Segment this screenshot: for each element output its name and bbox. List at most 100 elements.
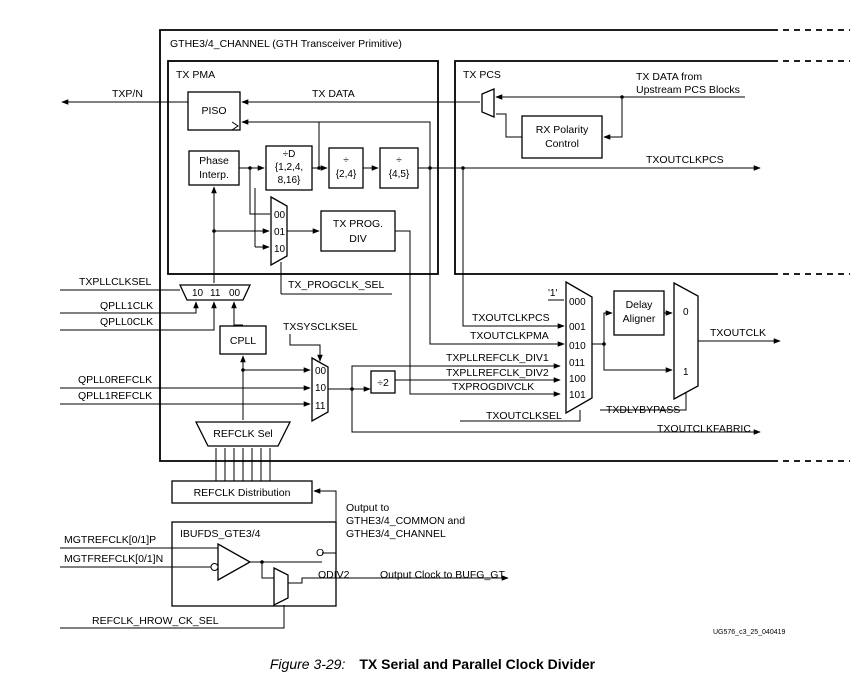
outmux-101: 101 — [569, 390, 586, 401]
txpllclksel-label: TXPLLCLKSEL — [79, 276, 152, 288]
mux3-01: 01 — [274, 227, 286, 238]
phase-interp-block — [188, 150, 240, 186]
refclk-distribution-label: REFCLK Distribution — [194, 487, 291, 499]
outmux-001: 001 — [569, 322, 586, 333]
in-txprogdivclk-label: TXPROGDIVCLK — [452, 381, 534, 393]
output-to-3: GTHE3/4_CHANNEL — [346, 528, 446, 540]
output-to-1: Output to — [346, 502, 389, 514]
tx-data-from-2: Upstream PCS Blocks — [636, 84, 740, 96]
one-const-label: '1' — [548, 288, 557, 299]
bypmux-0: 0 — [683, 307, 689, 318]
phase-interp-1: Phase — [199, 155, 229, 167]
refclk-sel-mux — [194, 421, 292, 447]
sysmux-11: 11 — [315, 401, 326, 412]
div-d-3: 8,16} — [278, 175, 301, 186]
tx-prog-div-2: DIV — [349, 233, 367, 245]
refclk-sel-label: REFCLK Sel — [213, 428, 273, 440]
outmux-011: 011 — [569, 358, 585, 369]
port-odiv2-label: ODIV2 — [318, 569, 350, 581]
mux3-00: 00 — [274, 210, 286, 221]
tx-prog-div-block — [320, 210, 396, 252]
refclk-hrow-ck-sel-label: REFCLK_HROW_CK_SEL — [92, 615, 219, 627]
sysmux-10: 10 — [315, 383, 327, 394]
in-txoutclkpcs-label: TXOUTCLKPCS — [472, 312, 550, 324]
ibufds-buffer — [217, 542, 252, 582]
qpll0refclk-label: QPLL0REFCLK — [78, 374, 152, 386]
div24-2: {2,4} — [336, 169, 357, 180]
rx-polarity-2: Control — [545, 138, 579, 150]
cpll-block — [219, 325, 267, 355]
refclk-bus — [215, 448, 271, 481]
tx-pcs-label: TX PCS — [463, 69, 501, 81]
pllmux-00: 00 — [229, 288, 241, 299]
txsysclk-mux — [311, 356, 329, 423]
qpll1refclk-label: QPLL1REFCLK — [78, 390, 152, 402]
tx-data-label: TX DATA — [312, 88, 355, 100]
pllmux-10: 10 — [192, 288, 204, 299]
tx-pma-label: TX PMA — [176, 69, 215, 81]
txoutclkfabric-label: TXOUTCLKFABRIC — [657, 423, 751, 435]
div-d-2: {1,2,4, — [275, 162, 303, 173]
caption-title: TX Serial and Parallel Clock Divider — [359, 656, 596, 672]
div-2-4-block — [328, 147, 364, 189]
delay-bypass-mux — [673, 281, 699, 401]
channel-title: GTHE3/4_CHANNEL (GTH Transceiver Primiti… — [170, 38, 402, 50]
mgtrefclk-p-label: MGTREFCLK[0/1]P — [64, 534, 156, 546]
qpll1clk-label: QPLL1CLK — [100, 300, 153, 312]
in-txpllrefclk-div1-label: TXPLLREFCLK_DIV1 — [446, 352, 549, 364]
refclk-distribution-block — [171, 480, 313, 504]
output-clock-bufg-label: Output Clock to BUFG_GT — [380, 569, 505, 581]
div-d-block — [265, 145, 313, 191]
qpll0clk-label: QPLL0CLK — [100, 316, 153, 328]
caption-number: Figure 3-29: — [269, 656, 346, 672]
piso-block — [187, 91, 241, 131]
delay-aligner-1: Delay — [626, 299, 654, 311]
div2-label: ÷2 — [377, 377, 389, 389]
in-txpllrefclk-div2-label: TXPLLREFCLK_DIV2 — [446, 367, 549, 379]
sysmux-00: 00 — [315, 366, 327, 377]
txoutclk-select-mux — [565, 280, 593, 415]
txprogclk-sel-label: TX_PROGCLK_SEL — [288, 279, 384, 291]
txoutclk-label: TXOUTCLK — [710, 327, 766, 339]
delay-aligner-block — [613, 290, 665, 336]
ibufds-label: IBUFDS_GTE3/4 — [180, 528, 261, 540]
mux3-10: 10 — [274, 244, 286, 255]
outmux-000: 000 — [569, 297, 586, 308]
ibufds-block — [171, 521, 337, 607]
div-4-5-block — [379, 147, 419, 189]
div24-1: ÷ — [343, 155, 349, 166]
txoutclksel-label: TXOUTCLKSEL — [486, 410, 562, 422]
pll-select-mux — [178, 284, 252, 301]
figure-caption: Figure 3-29: TX Serial and Parallel Clock… — [0, 656, 865, 672]
txp-n-label: TXP/N — [112, 88, 143, 100]
txdlybypass-label: TXDLYBYPASS — [606, 404, 680, 416]
mgtrefclk-n-label: MGTFREFCLK[0/1]N — [64, 553, 163, 565]
div-d-1: ÷D — [283, 149, 296, 160]
pllmux-11: 11 — [210, 288, 221, 299]
rx-polarity-control-block — [521, 115, 603, 159]
div45-2: {4,5} — [389, 169, 410, 180]
div2-block — [370, 370, 396, 394]
figure-id: UG576_c3_25_040419 — [713, 629, 786, 636]
odiv2-mux — [273, 566, 289, 607]
in-txoutclkpma-label: TXOUTCLKPMA — [470, 330, 549, 342]
channel-frame — [159, 29, 772, 462]
txsysclksel-label: TXSYSCLKSEL — [283, 321, 358, 333]
tx-data-from-1: TX DATA from — [636, 71, 702, 83]
txoutclkpcs-right-label: TXOUTCLKPCS — [646, 154, 724, 166]
outmux-010: 010 — [569, 341, 586, 352]
rx-polarity-1: RX Polarity — [536, 124, 589, 136]
clock-divider-diagram: GTHE3/4_CHANNEL (GTH Transceiver Primiti… — [60, 29, 850, 636]
tx-prog-div-1: TX PROG. — [333, 218, 383, 230]
piso-label: PISO — [201, 105, 226, 117]
delay-aligner-2: Aligner — [623, 313, 656, 325]
div45-1: ÷ — [396, 155, 402, 166]
port-o-label: O — [316, 547, 324, 559]
bypmux-1: 1 — [683, 367, 689, 378]
cpll-label: CPLL — [230, 335, 256, 347]
output-to-2: GTHE3/4_COMMON and — [346, 515, 465, 527]
phase-interp-2: Interp. — [199, 169, 229, 181]
outmux-100: 100 — [569, 374, 586, 385]
pcs-mux — [481, 88, 495, 118]
pma-clock-mux — [270, 195, 288, 267]
